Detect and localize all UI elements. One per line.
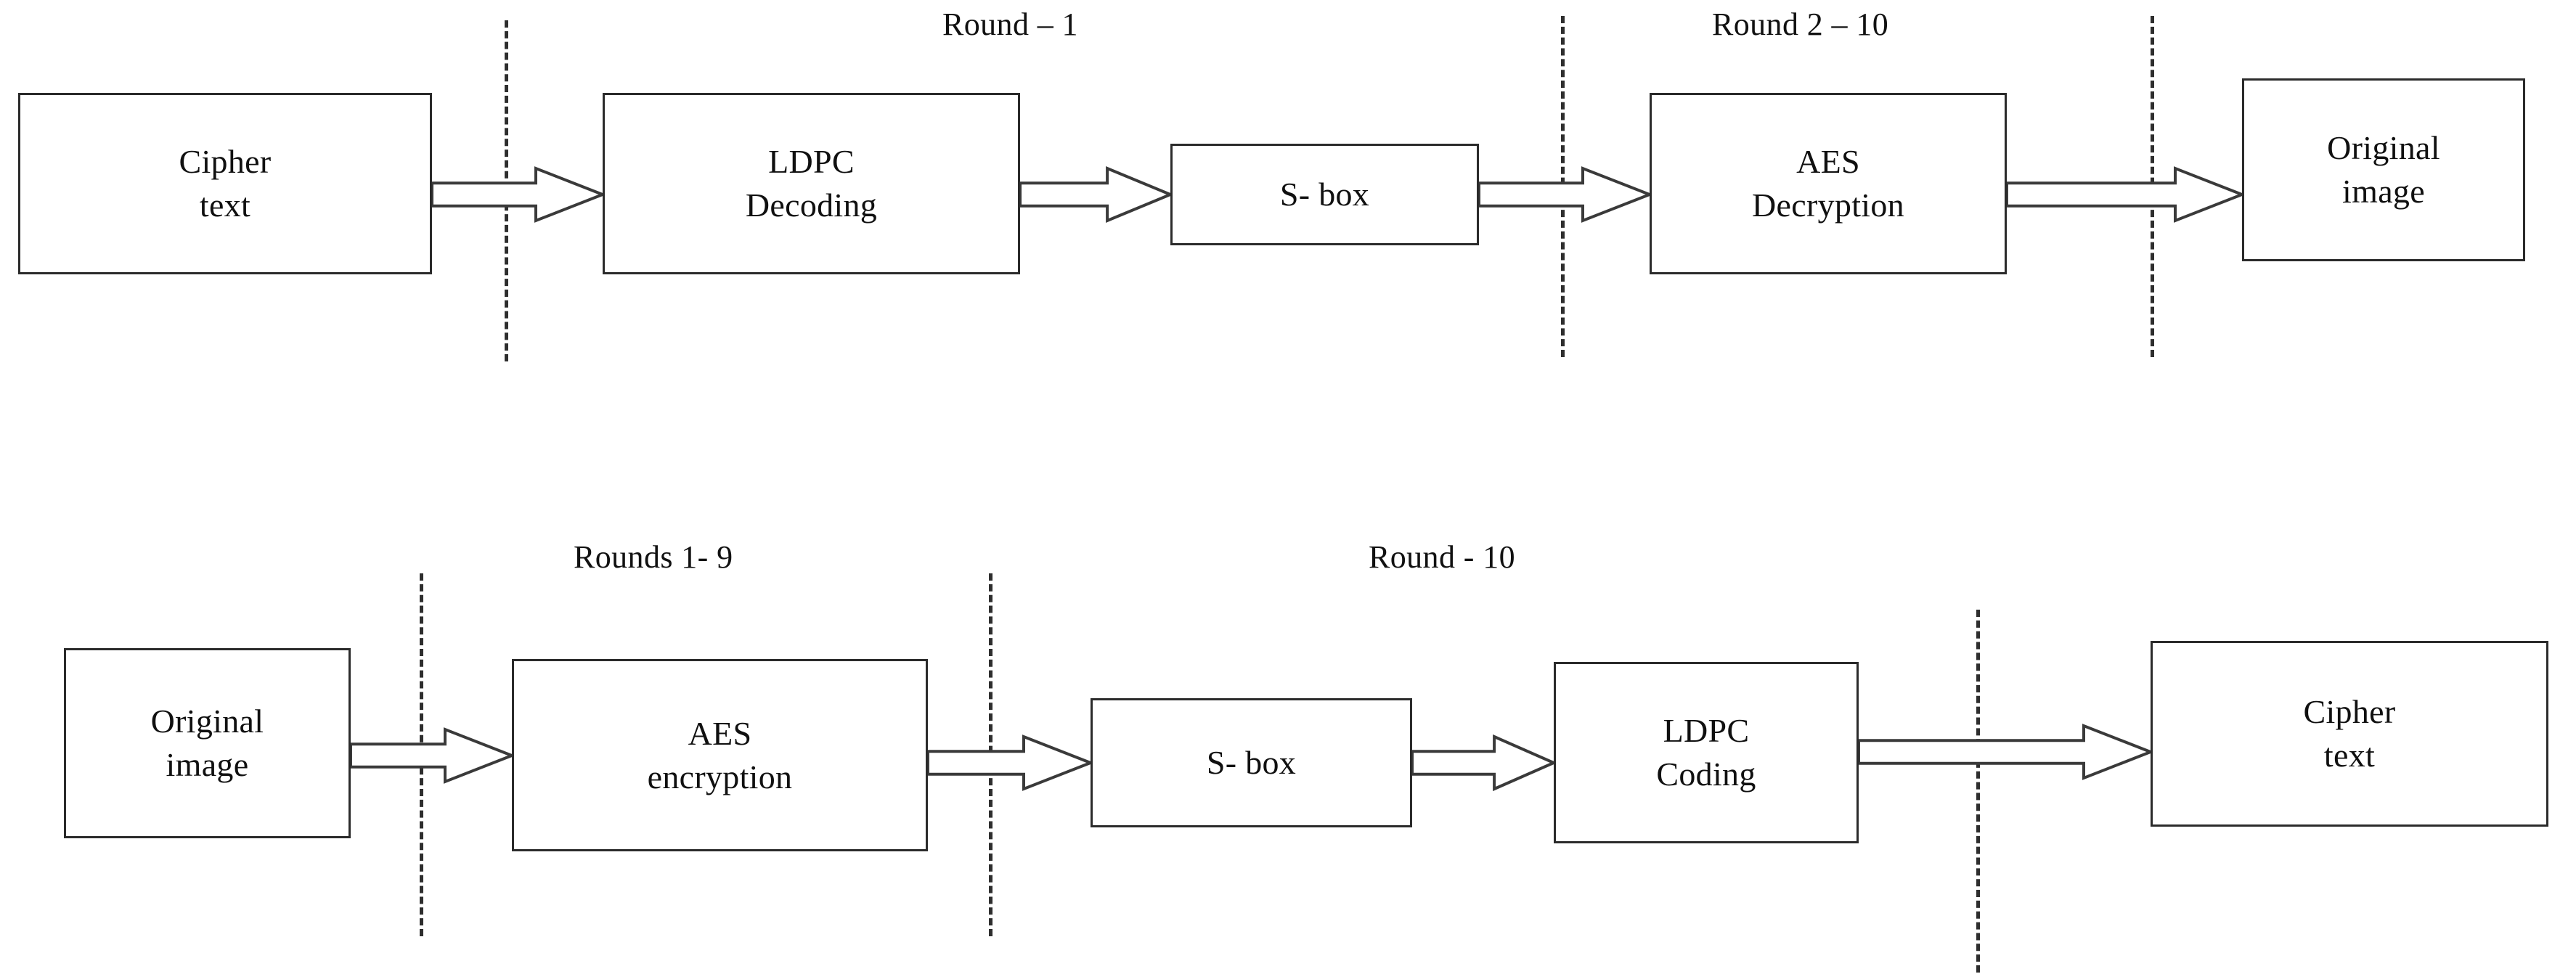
arrow-ldpc-to-cipher [1857,724,2155,780]
arrow-ldpc-to-sbox-glyph [1019,166,1175,223]
box-ldpc-decoding-label-line: LDPC [768,143,855,181]
box-original-image-in-label-line: image [166,746,249,783]
arrow-sbox-to-aes [1477,166,1654,223]
box-cipher-text-in: Cipher text [18,93,432,274]
box-aes-decryption-label-line: AES [1796,143,1860,181]
caption-rounds-1-9: Rounds 1- 9 [574,539,733,575]
divider-encrypt-3 [1976,610,1980,973]
caption-round-10: Round - 10 [1369,539,1515,575]
box-original-image-in: Original image [64,648,351,838]
arrow-sbox-to-ldpc-glyph [1411,734,1557,792]
box-aes-decryption-label-line: Decryption [1752,187,1904,224]
box-original-image-out-label-line: Original [2327,129,2440,167]
box-aes-decryption: AES Decryption [1650,93,2007,274]
box-ldpc-coding-label-line: Coding [1656,756,1756,793]
box-cipher-text-in-label-line: Cipher [179,143,272,181]
box-aes-encryption: AES encryption [512,659,928,851]
caption-round-1: Round – 1 [942,7,1078,42]
arrow-cipher-to-ldpc-glyph [431,166,607,223]
box-s-box-encrypt-label-line: S- box [1206,744,1297,782]
arrow-aes-to-sbox [926,734,1095,791]
arrow-original-to-aes-glyph [349,727,516,784]
box-s-box-decrypt: S- box [1170,144,1479,245]
arrow-aes-to-original-glyph [2005,166,2246,223]
box-original-image-in-label-line: Original [150,703,264,740]
box-ldpc-coding-label-line: LDPC [1663,712,1750,750]
caption-round-2-10: Round 2 – 10 [1712,7,1889,42]
arrow-ldpc-to-sbox [1019,166,1175,223]
box-s-box-encrypt: S- box [1091,698,1412,827]
box-original-image-out: Original image [2242,78,2525,261]
arrow-cipher-to-ldpc [431,166,607,223]
box-cipher-text-out-label-line: Cipher [2303,693,2396,731]
box-cipher-text-in-label-line: text [199,187,251,224]
arrow-ldpc-to-cipher-glyph [1857,724,2155,780]
box-ldpc-decoding: LDPC Decoding [603,93,1020,274]
box-aes-encryption-label-line: AES [688,714,752,752]
arrow-aes-to-original [2005,166,2246,223]
box-cipher-text-out-label-line: text [2323,737,2376,774]
box-s-box-decrypt-label-line: S- box [1279,176,1370,213]
box-ldpc-decoding-label-line: Decoding [745,187,878,224]
arrow-sbox-to-aes-glyph [1477,166,1654,223]
arrow-sbox-to-ldpc [1411,734,1557,792]
box-cipher-text-out: Cipher text [2151,641,2548,827]
box-ldpc-coding: LDPC Coding [1554,662,1859,843]
box-original-image-out-label-line: image [2342,173,2425,210]
arrow-aes-to-sbox-glyph [926,734,1095,791]
arrow-original-to-aes [349,727,516,784]
box-aes-encryption-label-line: encryption [647,758,793,795]
